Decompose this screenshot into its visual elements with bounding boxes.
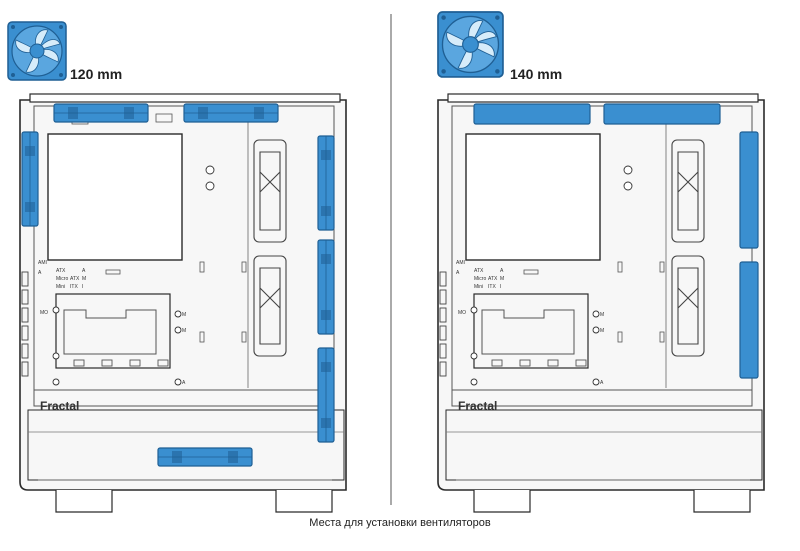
form-col-atx: ATX [488,276,498,282]
fan-size-label-140: 140 mm [510,66,563,82]
left-panel: AMI A MO M M A ATX A Micro ATX M Mini IT… [7,21,347,513]
case-body [437,93,765,513]
form-itx: ITX [70,284,78,290]
marker-a: A [600,380,604,386]
marker-mo: MO [458,310,466,316]
marker-m: M [600,312,604,318]
marker-m: M [182,312,186,318]
front-fan-3 [317,347,335,443]
form-mini: Mini [474,284,483,290]
marker-a: A [182,380,186,386]
top-fan-2 [603,103,721,125]
form-mini: Mini [56,284,65,290]
marker-a: A [38,270,42,276]
marker-a: A [456,270,460,276]
marker-m: M [600,328,604,334]
form-micro: Micro [474,276,486,282]
form-itx: ITX [488,284,496,290]
form-micro: Micro [56,276,68,282]
marker-a: A [500,268,504,274]
bottom-fan [157,447,253,467]
front-fan-2 [739,261,759,379]
fan-size-label-120: 120 mm [70,66,123,82]
top-fan-2 [183,103,279,123]
marker-ami: AMI [456,260,465,266]
caption: Места для установки вентиляторов [309,517,491,529]
form-atx: ATX [56,268,66,274]
front-fan-2 [317,239,335,335]
brand-label: Fractal [40,399,79,413]
marker-mo: MO [40,310,48,316]
form-atx: ATX [474,268,484,274]
top-fan-1 [53,103,149,123]
marker-a: A [82,268,86,274]
front-fan-1 [739,131,759,249]
form-col-atx: ATX [70,276,80,282]
marker-m: M [182,328,186,334]
fan-icon [437,11,504,78]
fan-icon [7,21,67,81]
rear-fan [21,131,39,227]
right-panel: AMI A MO M M A ATX A Micro ATX M Mini IT… [437,11,765,513]
marker-i: I [500,284,501,290]
marker-m: M [500,276,504,282]
brand-label: Fractal [458,399,497,413]
marker-i: I [82,284,83,290]
top-fan-1 [473,103,591,125]
marker-m: M [82,276,86,282]
front-fan-1 [317,135,335,231]
marker-ami: AMI [38,260,47,266]
